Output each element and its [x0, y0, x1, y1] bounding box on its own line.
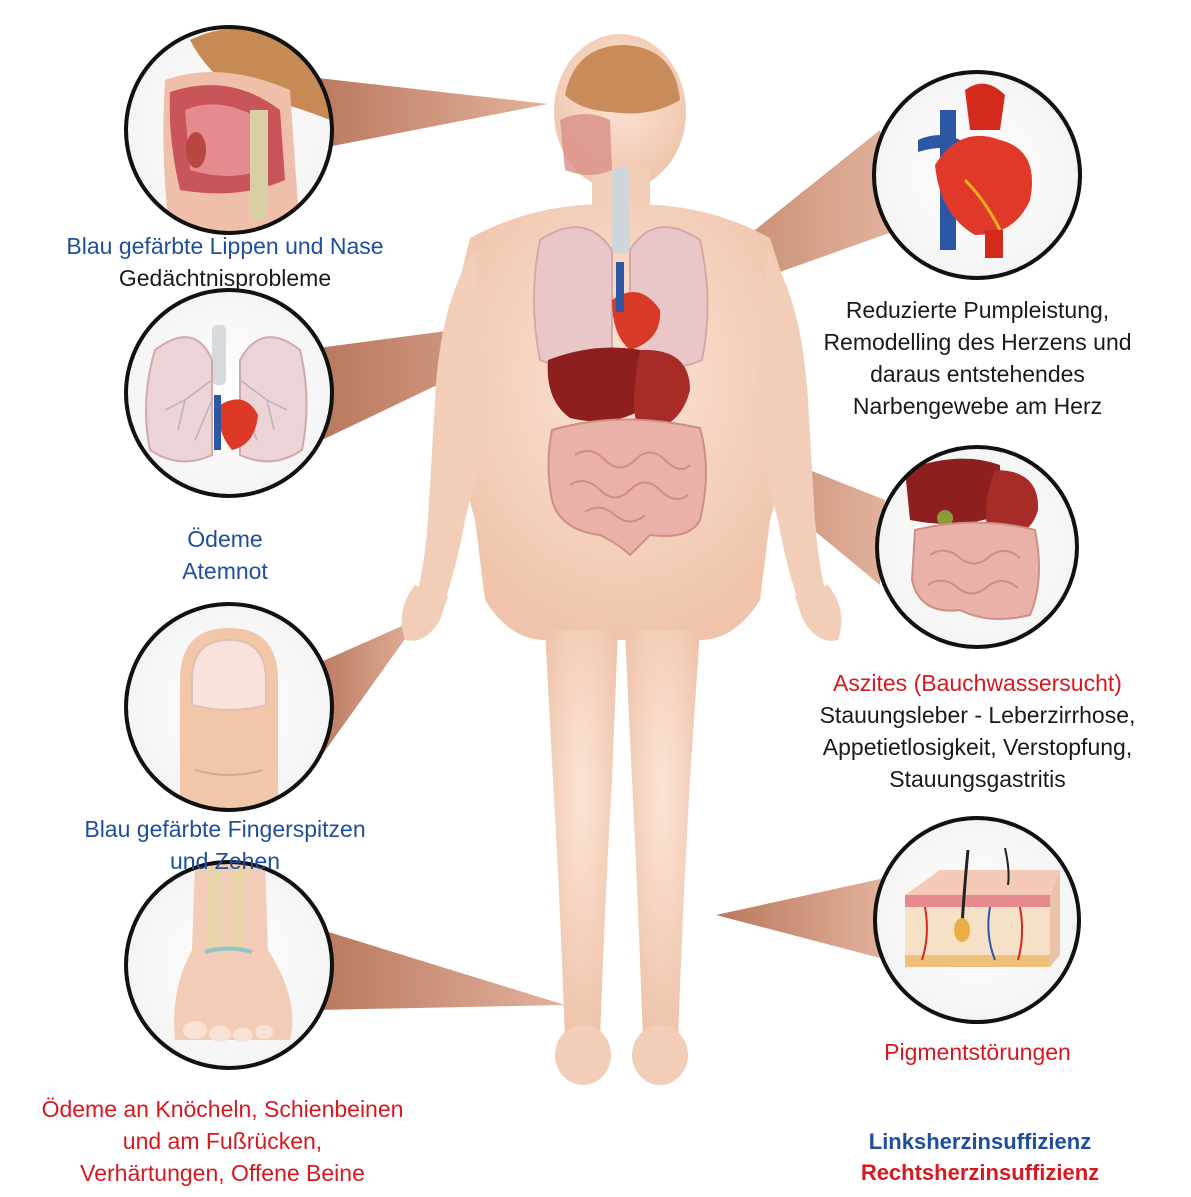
pointer-head: [312, 78, 548, 150]
label-heart-line2: Remodelling des Herzens und: [823, 329, 1132, 355]
label-lungs-line1: Ödeme: [187, 526, 263, 552]
label-foot: Ödeme an Knöcheln, Schienbeinen und am F…: [0, 1093, 445, 1189]
label-abdomen-line3: Appetietlosigkeit, Verstopfung,: [822, 734, 1133, 760]
label-heart-line4: Narbengewebe am Herz: [852, 393, 1103, 419]
label-lungs: Ödeme Atemnot: [20, 523, 430, 587]
callout-circle-abdomen: [875, 445, 1079, 649]
legend-left-heart-failure: Linksherzinsuffizienz: [868, 1129, 1092, 1154]
label-abdomen-line1: Aszites (Bauchwassersucht): [833, 670, 1122, 696]
label-abdomen-line4: Stauungsgastritis: [889, 766, 1066, 792]
callout-circle-foot: [124, 860, 334, 1070]
label-head: Blau gefärbte Lippen und Nase Gedächtnis…: [20, 230, 430, 294]
callout-circle-head: [124, 25, 334, 235]
label-heart-line1: Reduzierte Pumpleistung,: [845, 297, 1110, 323]
label-head-line2: Gedächtnisprobleme: [118, 265, 332, 291]
label-heart-line3: daraus entstehendes: [870, 361, 1085, 387]
label-foot-line2: und am Fußrücken,: [122, 1128, 323, 1154]
label-finger-line1: Blau gefärbte Fingerspitzen: [84, 816, 366, 842]
label-skin-line1: Pigmentstörungen: [884, 1039, 1071, 1065]
label-foot-line3: Verhärtungen, Offene Beine: [80, 1160, 365, 1186]
label-abdomen: Aszites (Bauchwassersucht) Stauungsleber…: [770, 667, 1185, 795]
pointer-finger: [314, 618, 420, 755]
pointer-foot: [316, 930, 565, 1010]
label-abdomen-line2: Stauungsleber - Leberzirrhose,: [819, 702, 1136, 728]
label-head-line1: Blau gefärbte Lippen und Nase: [66, 233, 384, 259]
label-finger-line2: und Zehen: [170, 848, 280, 874]
label-skin: Pigmentstörungen: [770, 1036, 1185, 1068]
label-heart: Reduzierte Pumpleistung, Remodelling des…: [770, 294, 1185, 422]
legend-right-heart-failure: Rechtsherzinsuffizienz: [860, 1160, 1100, 1185]
callout-circle-skin: [873, 816, 1081, 1024]
label-lungs-line2: Atemnot: [182, 558, 268, 584]
legend: Linksherzinsuffizienz Rechtsherzinsuffiz…: [815, 1126, 1145, 1188]
pointer-skin: [716, 878, 885, 958]
callout-circle-lungs: [124, 288, 334, 498]
callout-circle-finger: [124, 602, 334, 812]
callout-circle-heart: [872, 70, 1082, 280]
human-body: [401, 34, 842, 1085]
label-foot-line1: Ödeme an Knöcheln, Schienbeinen: [41, 1096, 404, 1122]
label-finger: Blau gefärbte Fingerspitzen und Zehen: [20, 813, 430, 877]
